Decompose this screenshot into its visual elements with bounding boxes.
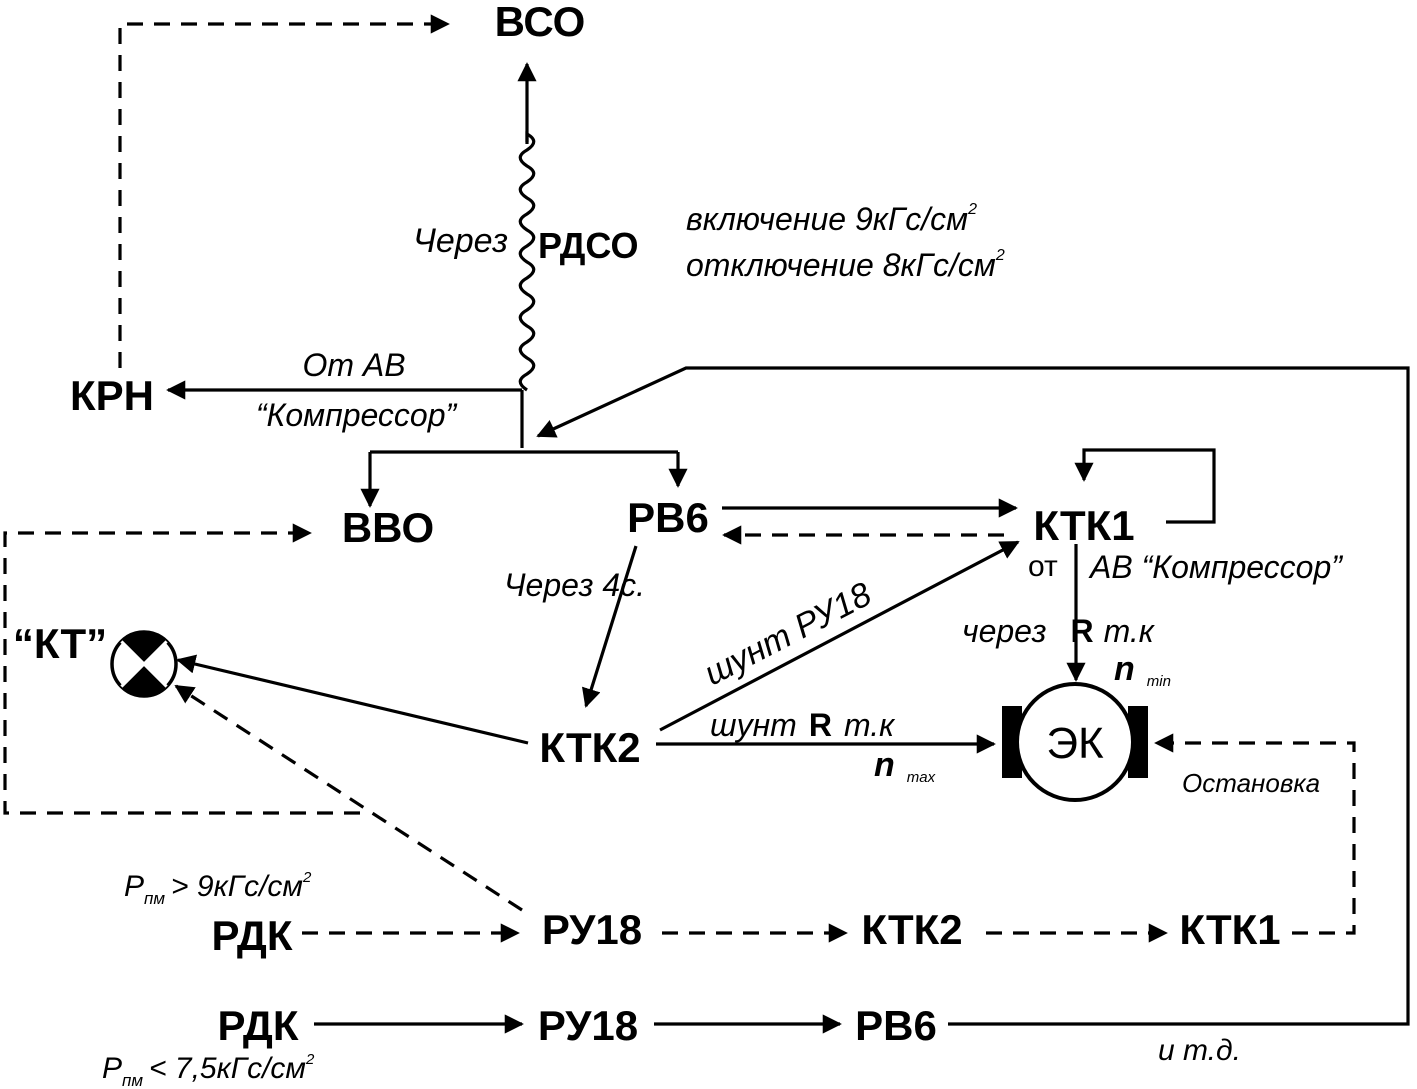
motor-icon <box>1002 682 1148 802</box>
label-av-kompressor: АВ “Компрессор” <box>1088 549 1343 585</box>
edge-rv6-ktk2 <box>581 545 638 708</box>
node-rdk-2: РДК <box>218 1002 299 1049</box>
label-shunt-ru18: шунт РУ18 <box>698 575 877 693</box>
label-ot: от <box>1028 550 1058 583</box>
node-ru18-2: РУ18 <box>538 1002 638 1049</box>
node-motor: ЭК <box>1046 719 1104 768</box>
label-ostanovka: Остановка <box>1182 768 1320 798</box>
label-ot-av: От АВ <box>302 347 405 383</box>
edge-krn-vso <box>118 14 450 368</box>
node-kt-lamp: “КТ” <box>13 620 107 667</box>
label-cherez-4s: Через 4с. <box>504 567 645 603</box>
edge-ktk2-kt <box>176 654 529 745</box>
label-on-pressure: включение 9кГс/см2 <box>686 201 977 237</box>
node-rv6-bottom: РВ6 <box>855 1002 937 1049</box>
node-ktk1-bottom: КТК1 <box>1179 906 1280 953</box>
label-p-pm-lt: Pпм< 7,5кГс/см2 <box>102 1051 315 1089</box>
label-kompressor: “Компрессор” <box>256 397 458 433</box>
edge-ktk2-ktk1 <box>659 540 1020 732</box>
edge-rdso-to-vso <box>518 131 536 392</box>
node-rdk-1: РДК <box>212 912 293 959</box>
node-krn: КРН <box>70 372 154 419</box>
edge-stop <box>1154 733 1356 935</box>
label-cherez: Через <box>413 222 508 260</box>
node-ktk2-mid: КТК2 <box>539 724 640 771</box>
node-vso: ВСО <box>495 0 586 45</box>
edge-ru18-kt <box>174 684 523 912</box>
label-itd: и т.д. <box>1158 1034 1241 1067</box>
edge-kt-vvo <box>3 523 360 815</box>
node-ktk2-bottom: КТК2 <box>861 906 962 953</box>
edge-ktk1-hold <box>1074 448 1216 524</box>
node-vvo: ВВО <box>342 504 434 551</box>
node-rv6-top: РВ6 <box>627 494 709 541</box>
label-p-pm-gt: Pпм> 9кГс/см2 <box>124 869 312 908</box>
label-rdso: РДСО <box>538 225 639 266</box>
node-ktk1-top: КТК1 <box>1033 502 1134 549</box>
label-off-pressure: отключение 8кГс/см2 <box>686 247 1005 283</box>
edge-rv6-loop <box>536 366 1410 1026</box>
node-ru18-1: РУ18 <box>542 906 642 953</box>
kt-lamp-icon <box>110 630 178 698</box>
